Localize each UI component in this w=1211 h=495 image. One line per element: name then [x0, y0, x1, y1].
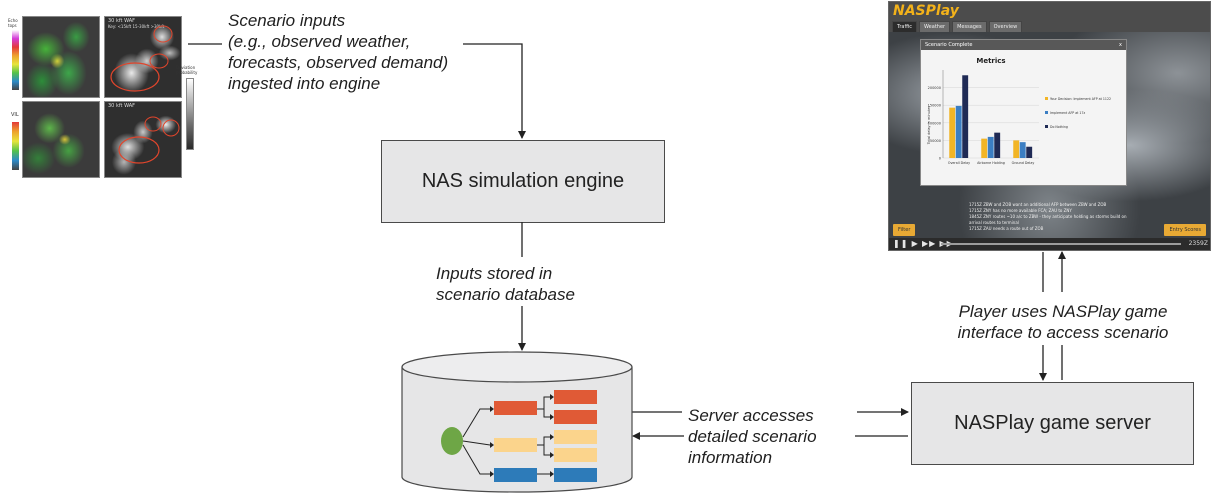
tree-leaf-yellow-2 — [554, 448, 597, 462]
weather-image-echo-tops — [22, 16, 100, 98]
chart-bar — [1019, 142, 1026, 158]
tree-leaf-red-1 — [554, 390, 597, 404]
vil-legend-label: VIL — [11, 112, 19, 118]
chart-tick-label: 150000 — [928, 104, 941, 108]
dialog-close-icon[interactable]: x — [1119, 42, 1122, 48]
scenario-complete-dialog: Scenario Complete x Metrics Total delay … — [920, 39, 1127, 186]
chart-legend-label: Do Nothing — [1050, 125, 1068, 129]
tree-node-blue — [494, 468, 537, 482]
arrow-inputs-to-engine — [463, 43, 526, 139]
panel-tag: 30 kft WAF — [108, 18, 136, 24]
chart-bar — [955, 105, 962, 158]
metrics-chart: Metrics Total delay in minutes 0 50000 100… — [927, 57, 1111, 165]
chart-bar — [987, 136, 994, 158]
vil-legend — [12, 122, 19, 170]
echo-tops-legend-label: Echo tops — [8, 18, 18, 28]
chart-legend-swatch — [1045, 97, 1048, 100]
entry-scores-button[interactable]: Entry Scores — [1164, 224, 1206, 236]
chart-tick-label: 100000 — [928, 121, 941, 125]
tree-root-node — [441, 427, 463, 455]
tree-node-red — [494, 401, 537, 415]
tree-leaf-yellow-1 — [554, 430, 597, 444]
deviation-legend-label: Deviation probability — [176, 65, 198, 75]
deviation-image-bottom: 30 kft WAF — [104, 101, 182, 178]
filter-button[interactable]: Filter — [893, 224, 916, 236]
chart-bar — [981, 138, 988, 158]
nasplay-screenshot: NASPlay Traffic Weather Messages Overvie… — [888, 1, 1211, 251]
chart-category-label: Ground Delay — [1012, 161, 1035, 165]
timeline-slider[interactable] — [941, 243, 1181, 245]
playback-controls-icon[interactable]: ❚❚ ▶ ▶▶ ▶▶ — [893, 239, 954, 248]
nas-simulation-engine-box: NAS simulation engine — [381, 140, 665, 223]
nas-simulation-engine-label: NAS simulation engine — [421, 170, 625, 192]
nasplay-logo: NASPlay — [893, 3, 959, 19]
caption-scenario-inputs: Scenario inputs (e.g., observed weather,… — [228, 11, 449, 93]
chart-tick-label: 200000 — [928, 86, 941, 90]
nasplay-game-server-box: NASPlay game server — [911, 382, 1194, 465]
chart-legend-swatch — [1045, 125, 1048, 128]
deviation-legend — [186, 78, 194, 150]
playback-bar: ❚❚ ▶ ▶▶ ▶▶ 2359Z — [889, 238, 1210, 250]
chart-categories: Overall Delay Airborne Holding Ground Dela… — [948, 161, 1035, 165]
dialog-title-bar: Scenario Complete x — [921, 40, 1126, 50]
chart-tick-label: 50000 — [930, 139, 941, 143]
chart-bars — [949, 75, 1033, 158]
panel-key: Key: <15kft 15-30kft >30kft — [108, 24, 165, 29]
tree-leaf-blue — [554, 468, 597, 482]
echo-tops-legend — [12, 30, 19, 90]
tab-overview[interactable]: Overview — [988, 21, 1023, 33]
caption-inputs-stored: Inputs stored in scenario database — [436, 264, 575, 304]
deviation-outlines — [110, 25, 173, 92]
deviation-image-top: 30 kft WAF Key: <15kft 15-30kft >30kft — [104, 16, 182, 98]
chart-tick-label: 0 — [939, 157, 941, 161]
chart-legend-swatch — [1045, 111, 1048, 114]
panel-tag: 30 kft WAF — [108, 103, 136, 109]
tree-leaf-red-2 — [554, 410, 597, 424]
chart-title: Metrics — [976, 57, 1005, 65]
chart-legend: Your Decision: Implement AFP at 1122Impl… — [1045, 97, 1111, 129]
chart-bar — [1013, 140, 1020, 158]
chart-bar — [949, 107, 956, 158]
chart-bar — [1026, 146, 1033, 158]
weather-image-vil — [22, 101, 100, 178]
nasplay-tabs: Traffic Weather Messages Overview — [892, 21, 1023, 33]
chart-bar — [994, 132, 1001, 158]
deviation-outlines — [118, 116, 180, 164]
chart-category-label: Overall Delay — [948, 161, 970, 165]
message-log: 1715Z ZBW and ZOB want an additional AFP… — [969, 202, 1127, 231]
chart-legend-label: Implement AFP at 17z — [1050, 111, 1085, 115]
caption-player: Player uses NASPlay game interface to ac… — [957, 302, 1169, 342]
nasplay-game-server-label: NASPlay game server — [954, 412, 1151, 434]
tree-node-yellow — [494, 438, 537, 452]
chart-ticks: 0 50000 100000 150000 200000 — [928, 86, 941, 160]
scenario-database — [401, 351, 633, 493]
chart-legend-label: Your Decision: Implement AFP at 1122 — [1050, 97, 1111, 101]
chart-ylabel: Total delay in minutes — [927, 106, 931, 146]
dialog-title: Scenario Complete — [925, 42, 973, 48]
chart-category-label: Airborne Holding — [977, 161, 1005, 165]
time-readout: 2359Z — [1188, 240, 1208, 247]
caption-server-accesses: Server accesses detailed scenario inform… — [688, 406, 817, 467]
chart-bar — [962, 75, 969, 158]
